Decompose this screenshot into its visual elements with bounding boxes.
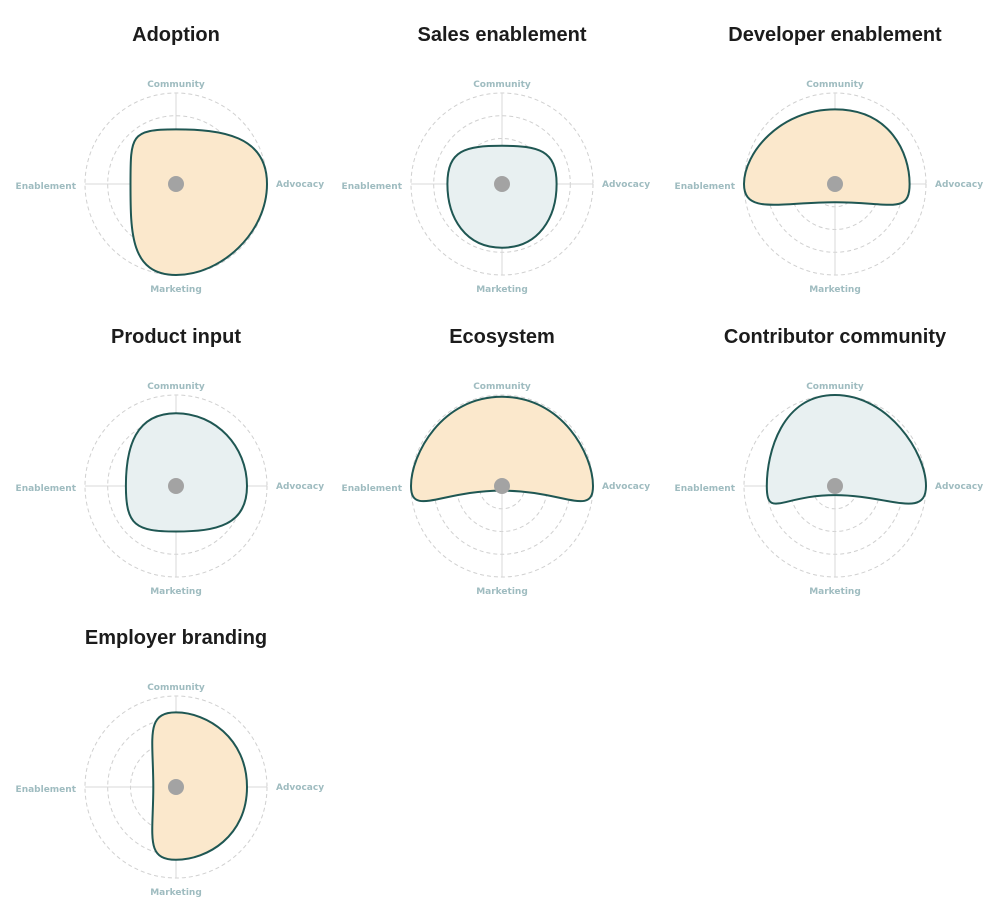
axis-label-marketing: Marketing [150,285,202,295]
axis-label-marketing: Marketing [150,587,202,597]
axis-label-community: Community [806,80,864,90]
center-dot [168,779,184,795]
center-dot [494,176,510,192]
chart-title: Contributor community [724,326,947,348]
axis-label-community: Community [473,382,531,392]
axis-label-enablement: Enablement [16,484,77,494]
chart-title: Employer branding [85,627,267,649]
center-dot [827,176,843,192]
axis-label-marketing: Marketing [809,587,861,597]
axis-label-enablement: Enablement [16,182,77,192]
axis-label-marketing: Marketing [476,587,528,597]
axis-label-community: Community [473,80,531,90]
chart-title: Developer enablement [728,24,942,46]
axis-label-community: Community [147,382,205,392]
axis-label-advocacy: Advocacy [602,180,650,190]
axis-label-advocacy: Advocacy [276,482,324,492]
axis-label-marketing: Marketing [150,888,202,898]
axis-label-marketing: Marketing [476,285,528,295]
axis-label-advocacy: Advocacy [276,180,324,190]
axis-label-enablement: Enablement [16,785,77,795]
axis-label-advocacy: Advocacy [276,783,324,793]
chart-title: Adoption [132,24,220,46]
axis-label-enablement: Enablement [342,182,403,192]
radar-shape [129,128,268,276]
radar-shape [446,144,558,249]
center-dot [494,478,510,494]
axis-label-community: Community [147,683,205,693]
axis-label-marketing: Marketing [809,285,861,295]
center-dot [168,176,184,192]
radar-shape [743,108,911,206]
chart-title: Ecosystem [449,326,555,348]
axis-label-advocacy: Advocacy [935,180,983,190]
axis-label-enablement: Enablement [675,484,736,494]
radar-shape [765,394,927,505]
axis-label-enablement: Enablement [675,182,736,192]
radar-shape [124,412,248,533]
center-dot [168,478,184,494]
chart-title: Sales enablement [418,24,587,46]
axis-label-community: Community [147,80,205,90]
radar-shape [151,711,248,861]
axis-label-advocacy: Advocacy [935,482,983,492]
center-dot [827,478,843,494]
axis-label-community: Community [806,382,864,392]
chart-title: Product input [111,326,241,348]
axis-label-advocacy: Advocacy [602,482,650,492]
radar-chart: Employer brandingCommunityAdvocacyMarket… [16,627,325,898]
radar-chart: Sales enablementCommunityAdvocacyMarketi… [342,24,651,295]
radar-chart: Contributor communityCommunityAdvocacyMa… [675,326,984,597]
axis-label-enablement: Enablement [342,484,403,494]
radar-chart: Developer enablementCommunityAdvocacyMar… [675,24,984,295]
